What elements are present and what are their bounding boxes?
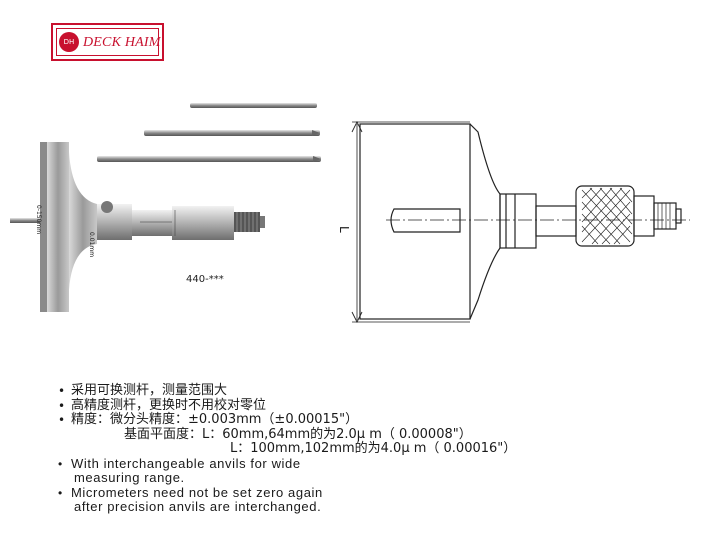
feature-list: •采用可换测杆，测量范围大 •高精度测杆，更换时不用校对零位 •精度：微分头精度… — [58, 383, 517, 515]
depth-micrometer: 0-150mm 0.01mm — [10, 142, 265, 312]
rod-long — [97, 156, 321, 162]
rod-short — [190, 103, 317, 108]
list-item: L：100mm,102mm的为4.0μ m（ 0.00016"） — [230, 441, 517, 456]
technical-drawing — [351, 120, 690, 324]
list-item: 基面平面度：L：60mm,64mm的为2.0μ m（ 0.00008"） — [124, 426, 472, 442]
list-item: •精度：微分头精度：±0.003mm（±0.00015"） — [58, 412, 359, 427]
list-item: •高精度测杆，更换时不用校对零位 — [58, 397, 267, 413]
list-item: •With interchangeable anvils for wide — [58, 455, 301, 471]
logo-border — [56, 28, 159, 56]
list-item: after precision anvils are interchanged. — [74, 499, 322, 514]
list-item: measuring range. — [74, 470, 185, 485]
resolution-marking: 0.01mm — [88, 232, 95, 257]
logo-emblem: DH — [59, 32, 79, 52]
brand-logo: DH DECK HAIM — [51, 23, 164, 61]
list-item: •采用可换测杆，测量范围大 — [58, 383, 228, 398]
logo-text: DECK HAIM — [83, 35, 161, 50]
model-label: 440-*** — [186, 274, 224, 285]
list-item: •Micrometers need not be set zero again — [58, 484, 323, 500]
dimension-label: L — [337, 226, 351, 233]
rod-medium — [144, 130, 320, 136]
range-marking: 0-150mm — [35, 205, 42, 234]
